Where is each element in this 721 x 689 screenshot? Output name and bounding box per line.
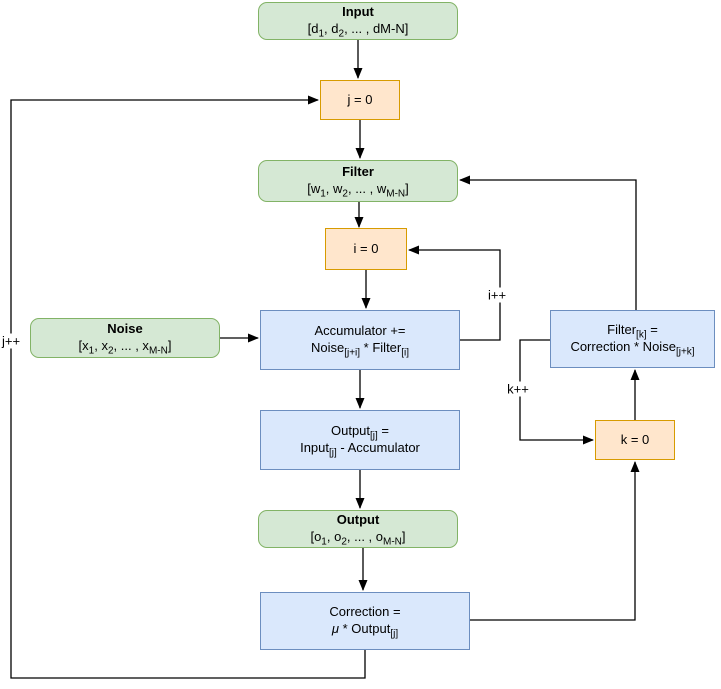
node-noise-title: Noise — [107, 321, 143, 337]
edge-label-k-increment: k++ — [506, 381, 530, 397]
node-accumulator-line1: Accumulator += — [314, 323, 406, 339]
node-k-init[interactable]: k = 0 — [595, 420, 675, 460]
node-output-title: Output — [336, 512, 380, 528]
node-output-values: [o1, o2, ... , oM-N] — [310, 529, 406, 548]
edge-j-increment-loop — [10, 95, 366, 679]
node-filter-update-line2: Correction * Noise[j+k] — [570, 339, 695, 358]
node-filter-update-line1: Filter[k] = — [607, 322, 658, 341]
node-accumulator[interactable]: Accumulator += Noise[j+i] * Filter[i] — [260, 310, 460, 370]
node-output-calc-line1: Output[j] = — [330, 423, 390, 442]
node-input-values: [d1, d2, ... , dM-N] — [307, 21, 409, 40]
node-output-calc-line2: Input[j] - Accumulator — [300, 440, 420, 459]
node-input-title: Input — [342, 4, 374, 20]
node-j-init[interactable]: j = 0 — [320, 80, 400, 120]
mu-symbol: μ — [331, 621, 340, 636]
node-i-init-label: i = 0 — [353, 240, 379, 256]
node-accumulator-line2: Noise[j+i] * Filter[i] — [310, 340, 410, 359]
node-correction-line2: μ * Output[j] — [331, 621, 399, 640]
node-noise-values: [x1, x2, ... , xM-N] — [78, 338, 172, 357]
edge-correction-to-k0 — [470, 461, 640, 621]
node-filter-update[interactable]: Filter[k] = Correction * Noise[j+k] — [550, 310, 715, 368]
node-filter-values: [w1, w2, ... , wM-N] — [307, 181, 409, 200]
node-filter-title: Filter — [342, 164, 374, 180]
node-filter[interactable]: Filter [w1, w2, ... , wM-N] — [258, 160, 458, 202]
edge-label-i-increment: i++ — [486, 287, 508, 303]
node-k-init-label: k = 0 — [620, 431, 650, 447]
edge-label-j-increment: j++ — [0, 333, 22, 349]
node-input[interactable]: Input [d1, d2, ... , dM-N] — [258, 2, 458, 40]
edge-filterk-to-filter — [459, 175, 637, 310]
node-i-init[interactable]: i = 0 — [325, 228, 407, 270]
node-correction[interactable]: Correction = μ * Output[j] — [260, 592, 470, 650]
node-noise[interactable]: Noise [x1, x2, ... , xM-N] — [30, 318, 220, 358]
node-output[interactable]: Output [o1, o2, ... , oM-N] — [258, 510, 458, 548]
node-j-init-label: j = 0 — [347, 91, 373, 107]
node-correction-line1: Correction = — [329, 604, 401, 620]
node-output-calc[interactable]: Output[j] = Input[j] - Accumulator — [260, 410, 460, 470]
